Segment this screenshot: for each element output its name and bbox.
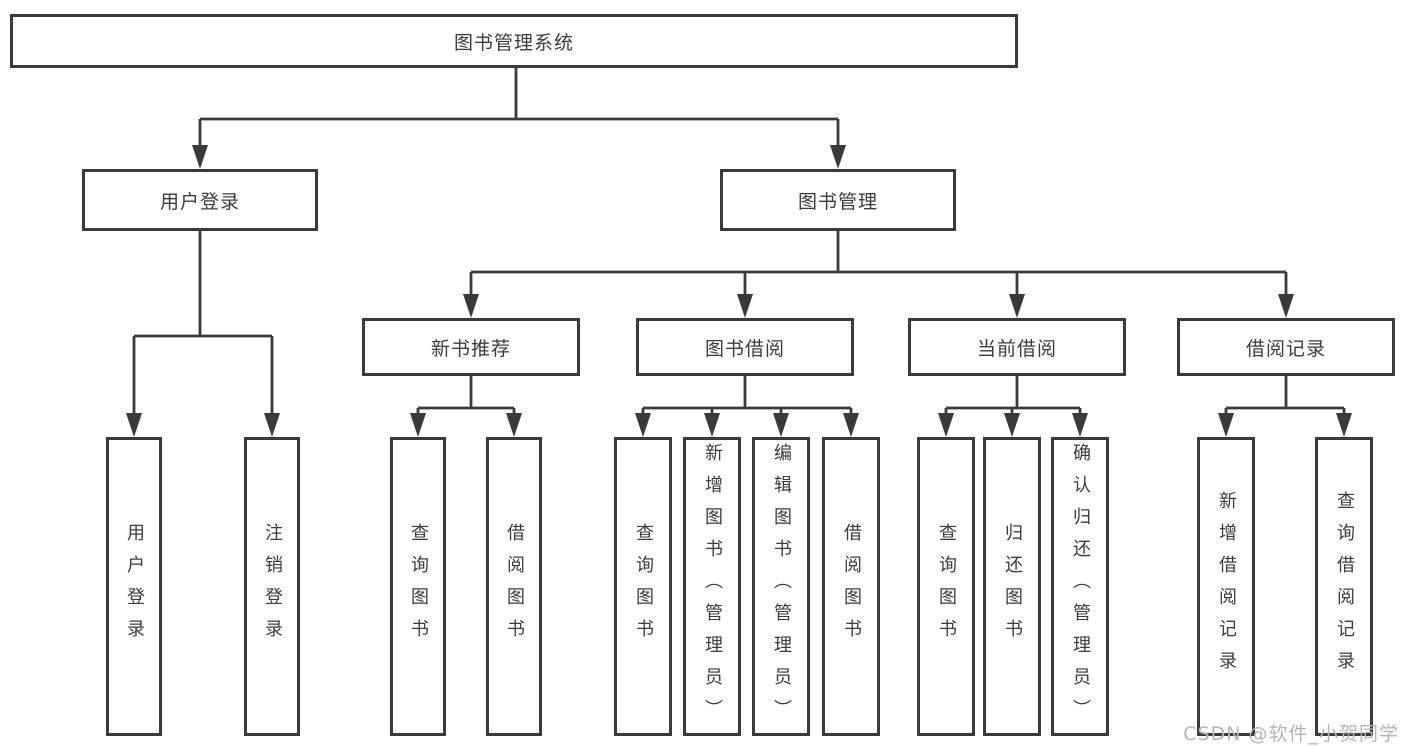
node-label: 查询借阅记录 [1334, 490, 1355, 683]
leaf-query-books-borrowing: 查询图书 [614, 437, 672, 736]
node-label: 图书管理系统 [453, 31, 574, 54]
arrowhead-icon [463, 294, 479, 318]
node-current-borrowing: 当前借阅 [908, 318, 1126, 376]
node-book-management: 图书管理 [720, 169, 956, 231]
node-label: 确认归还（管理员） [1070, 442, 1091, 731]
leaf-user-login: 用户登录 [106, 437, 162, 736]
leaf-edit-books-admin: 编辑图书（管理员） [752, 437, 810, 736]
node-label: 注销登录 [262, 522, 283, 651]
arrowhead-icon [830, 145, 846, 169]
connector-arrow [1278, 272, 1294, 318]
node-book-borrowing: 图书借阅 [636, 318, 854, 376]
connector-arrow [1009, 272, 1025, 318]
connector-arrow [773, 408, 789, 437]
arrowhead-icon [704, 413, 720, 437]
arrowhead-icon [843, 413, 859, 437]
arrowhead-icon [1336, 413, 1352, 437]
connector-arrow [264, 336, 280, 437]
arrowhead-icon [506, 413, 522, 437]
connector-arrow [1218, 408, 1234, 437]
node-label: 图书借阅 [704, 337, 785, 360]
leaf-return-books: 归还图书 [983, 437, 1041, 736]
connector-arrow [506, 408, 522, 437]
connector-arrow [410, 408, 426, 437]
connector-arrow [1336, 408, 1352, 437]
node-label: 用户登录 [124, 522, 145, 651]
arrowhead-icon [264, 413, 280, 437]
leaf-query-borrow-record: 查询借阅记录 [1315, 437, 1373, 736]
node-label: 新书推荐 [430, 337, 511, 360]
node-label: 新增借阅记录 [1216, 490, 1237, 683]
node-library-management-system: 图书管理系统 [10, 14, 1018, 68]
leaf-borrow-books-recommend: 借阅图书 [486, 437, 542, 736]
node-label: 借阅图书 [841, 522, 862, 651]
node-label: 新增图书（管理员） [702, 442, 723, 731]
arrowhead-icon [126, 413, 142, 437]
connector-arrow [737, 272, 753, 318]
node-label: 图书管理 [797, 190, 878, 213]
node-label: 编辑图书（管理员） [771, 442, 792, 731]
arrowhead-icon [938, 413, 954, 437]
connector-arrow [1004, 408, 1020, 437]
arrowhead-icon [737, 294, 753, 318]
arrowhead-icon [410, 413, 426, 437]
connector-arrow [463, 272, 479, 318]
connector-arrow [126, 336, 142, 437]
leaf-logout-login: 注销登录 [244, 437, 300, 736]
leaf-query-books-recommend: 查询图书 [390, 437, 446, 736]
leaf-add-borrow-record: 新增借阅记录 [1197, 437, 1255, 736]
arrowhead-icon [1009, 294, 1025, 318]
node-label: 借阅图书 [504, 522, 525, 651]
node-label: 当前借阅 [976, 337, 1057, 360]
node-borrowing-records: 借阅记录 [1177, 318, 1395, 376]
connector-arrow [192, 119, 208, 169]
node-new-book-recommend: 新书推荐 [362, 318, 580, 376]
arrowhead-icon [1218, 413, 1234, 437]
connector-arrow [843, 408, 859, 437]
arrowhead-icon [635, 413, 651, 437]
node-label: 查询图书 [408, 522, 429, 651]
node-label: 查询图书 [936, 522, 957, 651]
connector-arrow [938, 408, 954, 437]
leaf-confirm-return-admin: 确认归还（管理员） [1051, 437, 1109, 736]
node-user-login: 用户登录 [82, 169, 318, 231]
node-label: 用户登录 [159, 190, 240, 213]
arrowhead-icon [1004, 413, 1020, 437]
connector-arrow [830, 119, 846, 169]
leaf-query-books-current: 查询图书 [917, 437, 975, 736]
arrowhead-icon [1278, 294, 1294, 318]
leaf-add-books-admin: 新增图书（管理员） [683, 437, 741, 736]
node-label: 借阅记录 [1245, 337, 1326, 360]
arrowhead-icon [1072, 413, 1088, 437]
watermark-text: CSDN @软件_小贺同学 [1183, 723, 1399, 745]
arrowhead-icon [192, 145, 208, 169]
connector-arrow [1072, 408, 1088, 437]
node-label: 查询图书 [633, 522, 654, 651]
arrowhead-icon [773, 413, 789, 437]
connector-arrow [704, 408, 720, 437]
node-label: 归还图书 [1002, 522, 1023, 651]
connector-arrow [635, 408, 651, 437]
leaf-borrow-books-borrowing: 借阅图书 [822, 437, 880, 736]
